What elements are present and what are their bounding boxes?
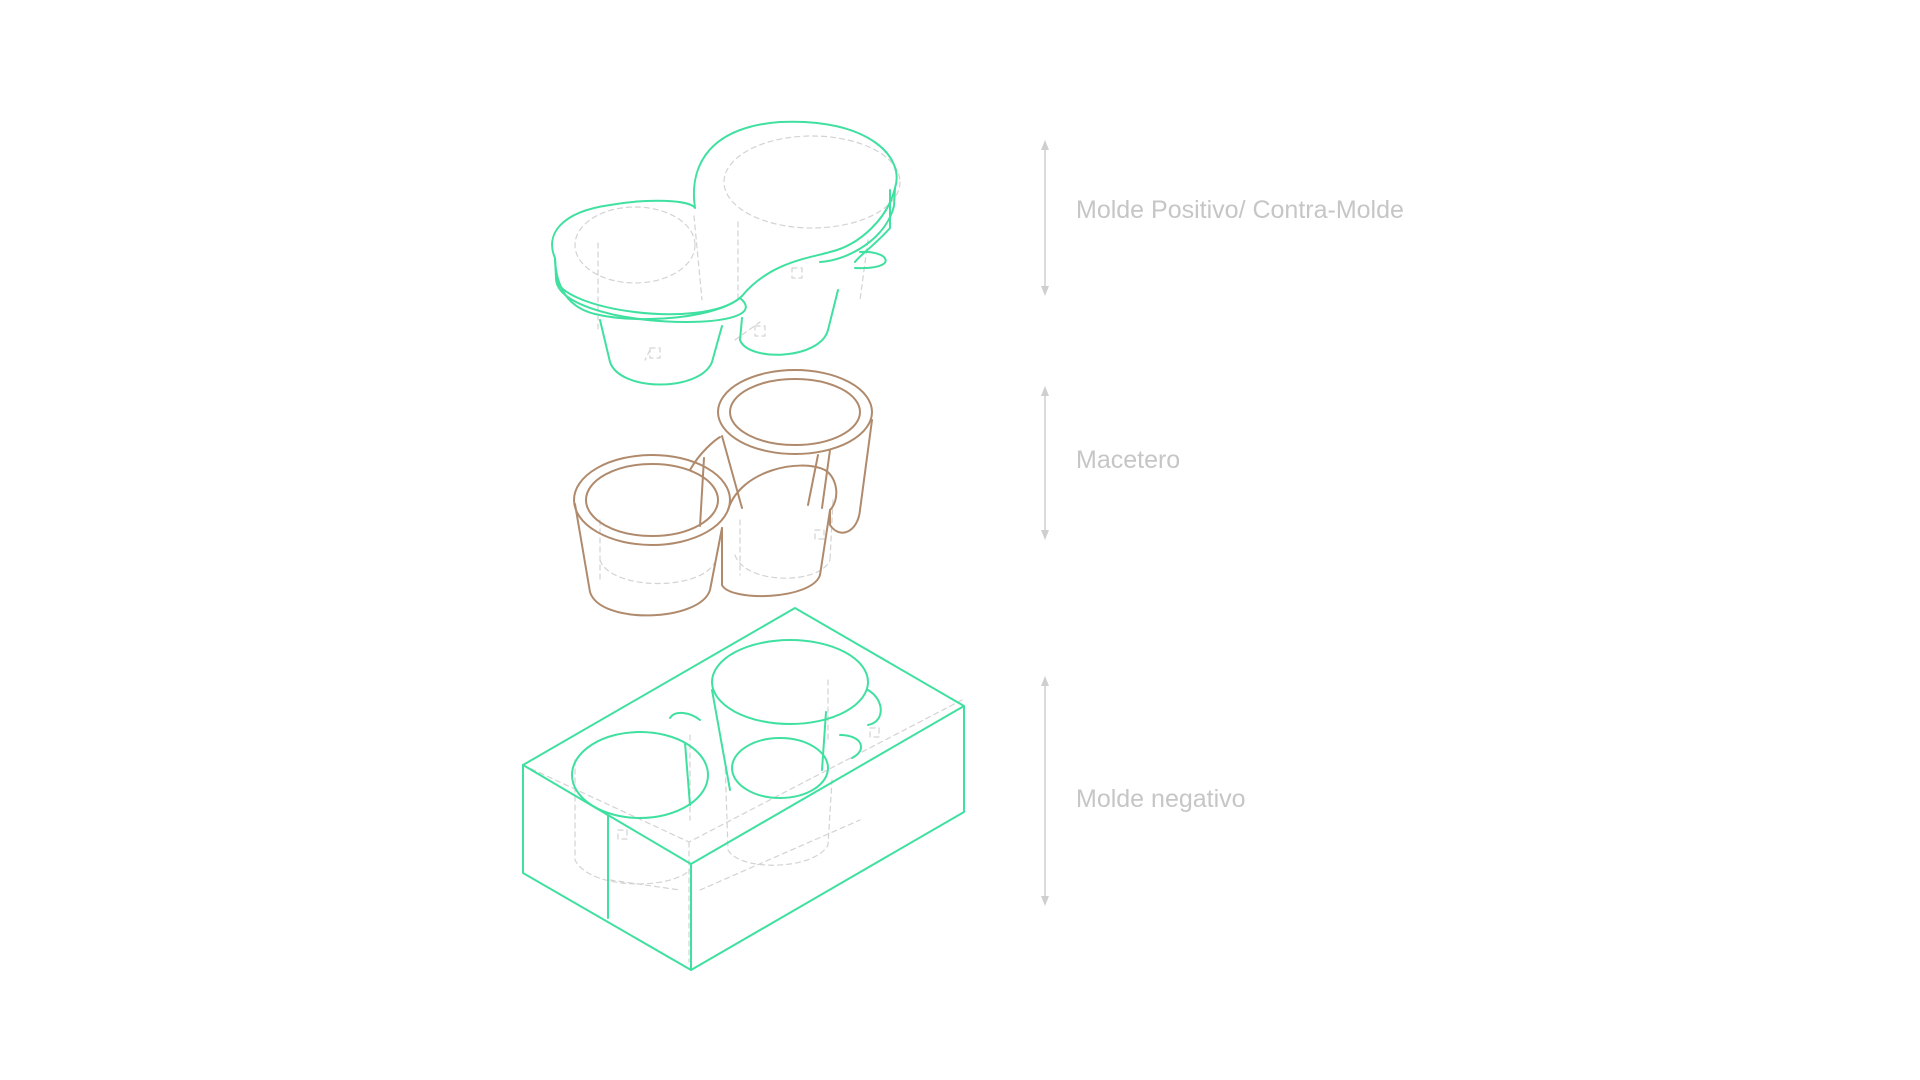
label-positive-mold: Molde Positivo/ Contra-Molde <box>1076 196 1404 224</box>
dimension-arrows <box>1041 140 1049 906</box>
negative-mold-hidden-lines <box>522 679 963 963</box>
dimension-arrow-negative-mold <box>1041 676 1049 906</box>
dimension-arrow-positive-mold <box>1041 140 1049 296</box>
positive-mold <box>551 120 901 386</box>
pot-hidden-lines <box>599 499 834 585</box>
pot-outlines <box>573 369 873 617</box>
positive-mold-hidden-lines <box>574 135 901 361</box>
label-negative-mold: Molde negativo <box>1076 785 1246 813</box>
label-pot: Macetero <box>1076 446 1180 474</box>
dimension-arrow-pot <box>1041 386 1049 540</box>
negative-mold <box>522 607 965 971</box>
pot <box>573 369 873 617</box>
negative-mold-outlines <box>522 607 965 971</box>
positive-mold-outlines <box>551 120 898 386</box>
